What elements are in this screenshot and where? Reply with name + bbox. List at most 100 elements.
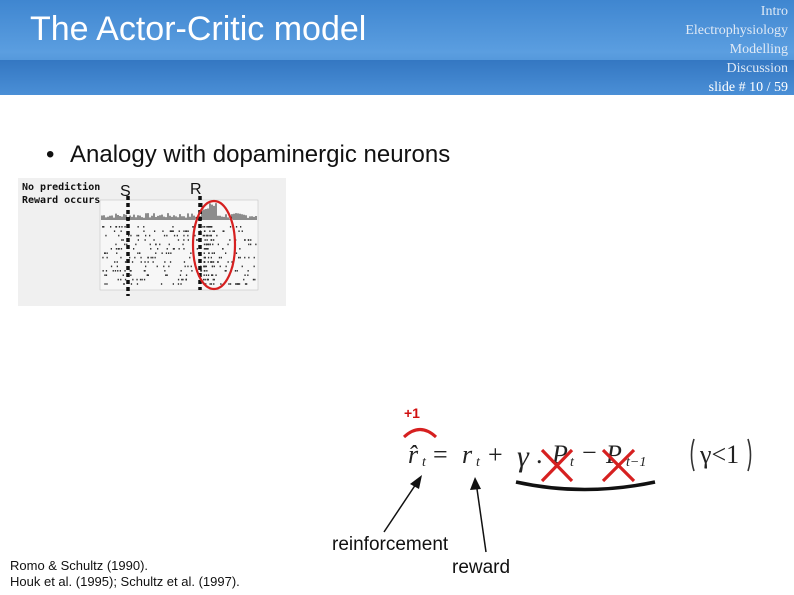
spike-dot: [147, 256, 149, 259]
spike-dot: [183, 261, 186, 263]
eq-r: r: [462, 440, 473, 469]
spike-dot: [153, 239, 155, 241]
spike-dot: [121, 239, 123, 241]
spike-dot: [124, 278, 127, 281]
references: Romo & Schultz (1990). Houk et al. (1995…: [10, 558, 240, 590]
spike-dot: [240, 226, 242, 228]
spike-dot: [112, 270, 114, 272]
spike-dot: [204, 226, 206, 228]
nav-discussion[interactable]: Discussion: [726, 61, 788, 76]
spike-dot: [140, 261, 142, 263]
spike-dot: [102, 256, 104, 259]
spike-dot: [185, 230, 188, 232]
paren-right: [747, 438, 752, 472]
spike-dot: [180, 283, 182, 285]
spike-dot: [229, 283, 232, 285]
header-band: [0, 60, 794, 95]
spike-dot: [204, 248, 207, 250]
spike-dot: [211, 274, 213, 276]
spike-dot: [104, 274, 106, 276]
spike-dot: [117, 248, 120, 250]
spike-dot: [247, 274, 249, 276]
spike-dot: [181, 278, 183, 281]
spike-dot: [122, 239, 124, 241]
spike-dot: [102, 226, 104, 228]
spike-dot: [238, 283, 241, 285]
spike-dot: [163, 265, 165, 268]
spike-dot: [131, 261, 134, 263]
spike-dot: [166, 234, 168, 237]
spike-dot: [253, 256, 255, 259]
spike-dot: [156, 265, 158, 268]
eq-gamma: γ: [517, 440, 529, 473]
spike-dot: [118, 226, 121, 228]
spike-dot: [207, 278, 209, 281]
spike-dot: [206, 234, 208, 237]
spike-dot: [132, 278, 134, 281]
spike-dot: [205, 265, 207, 268]
spike-dot: [235, 283, 237, 285]
spike-dot: [203, 270, 205, 272]
reward-response-circle: [191, 199, 237, 291]
spike-dot: [146, 274, 148, 276]
spike-dot: [166, 248, 168, 250]
eq-p-tm1: P: [606, 440, 622, 469]
spike-dot: [219, 265, 221, 268]
spike-dot: [203, 243, 206, 246]
spike-dot: [152, 261, 154, 263]
spike-dot: [218, 256, 221, 259]
spike-dot: [143, 278, 146, 281]
spike-dot: [130, 274, 132, 276]
spike-dot: [203, 265, 205, 268]
spike-dot: [122, 274, 124, 276]
reference-2: Houk et al. (1995); Schultz et al. (1997…: [10, 574, 240, 589]
nav-intro[interactable]: Intro: [760, 4, 788, 19]
spike-dot: [236, 270, 238, 272]
spike-dot: [168, 265, 170, 268]
spike-dot: [247, 239, 249, 241]
spike-dot: [248, 256, 250, 259]
spike-dot: [164, 261, 166, 263]
spike-dot: [184, 265, 186, 268]
spike-dot: [166, 274, 168, 276]
spike-dot: [185, 278, 187, 281]
spike-dot: [202, 234, 204, 237]
spike-dot: [137, 239, 139, 241]
spike-dot: [207, 256, 210, 259]
spike-dot: [216, 234, 218, 237]
spike-dot: [206, 226, 208, 228]
spike-dot: [207, 274, 210, 276]
spike-dot: [244, 283, 247, 285]
reward-arrow-head: [470, 477, 481, 490]
spike-dot: [115, 243, 117, 246]
reinforcement-arrow-head: [410, 475, 422, 489]
cross-out-ptm1-b: [601, 448, 636, 483]
spike-dot: [191, 270, 193, 272]
spike-dot: [118, 234, 120, 237]
spike-dot: [207, 261, 209, 263]
nav-modelling[interactable]: Modelling: [729, 42, 788, 57]
spike-dot: [224, 270, 226, 272]
spike-dot: [124, 243, 126, 246]
spike-dot: [197, 239, 199, 241]
spike-dot: [205, 243, 207, 246]
spike-dot: [211, 265, 214, 268]
bullet-text: Analogy with dopaminergic neurons: [70, 141, 451, 168]
spike-dot: [211, 261, 213, 263]
spike-dot: [205, 248, 208, 250]
nav-electrophysiology[interactable]: Electrophysiology: [685, 23, 788, 38]
spike-dot: [147, 274, 149, 276]
reward-label: R: [190, 181, 202, 198]
spike-dot: [243, 278, 245, 281]
spike-dot: [106, 283, 108, 285]
spike-dot: [177, 239, 180, 241]
spike-dot: [170, 252, 172, 254]
spike-dot: [105, 274, 108, 276]
spike-dot: [200, 270, 202, 272]
spike-dot: [116, 252, 118, 254]
spike-dot: [247, 270, 249, 272]
spike-dot: [212, 261, 215, 263]
stimulus-label: S: [120, 183, 131, 200]
spike-dot: [183, 248, 185, 250]
spike-dot: [177, 283, 180, 285]
